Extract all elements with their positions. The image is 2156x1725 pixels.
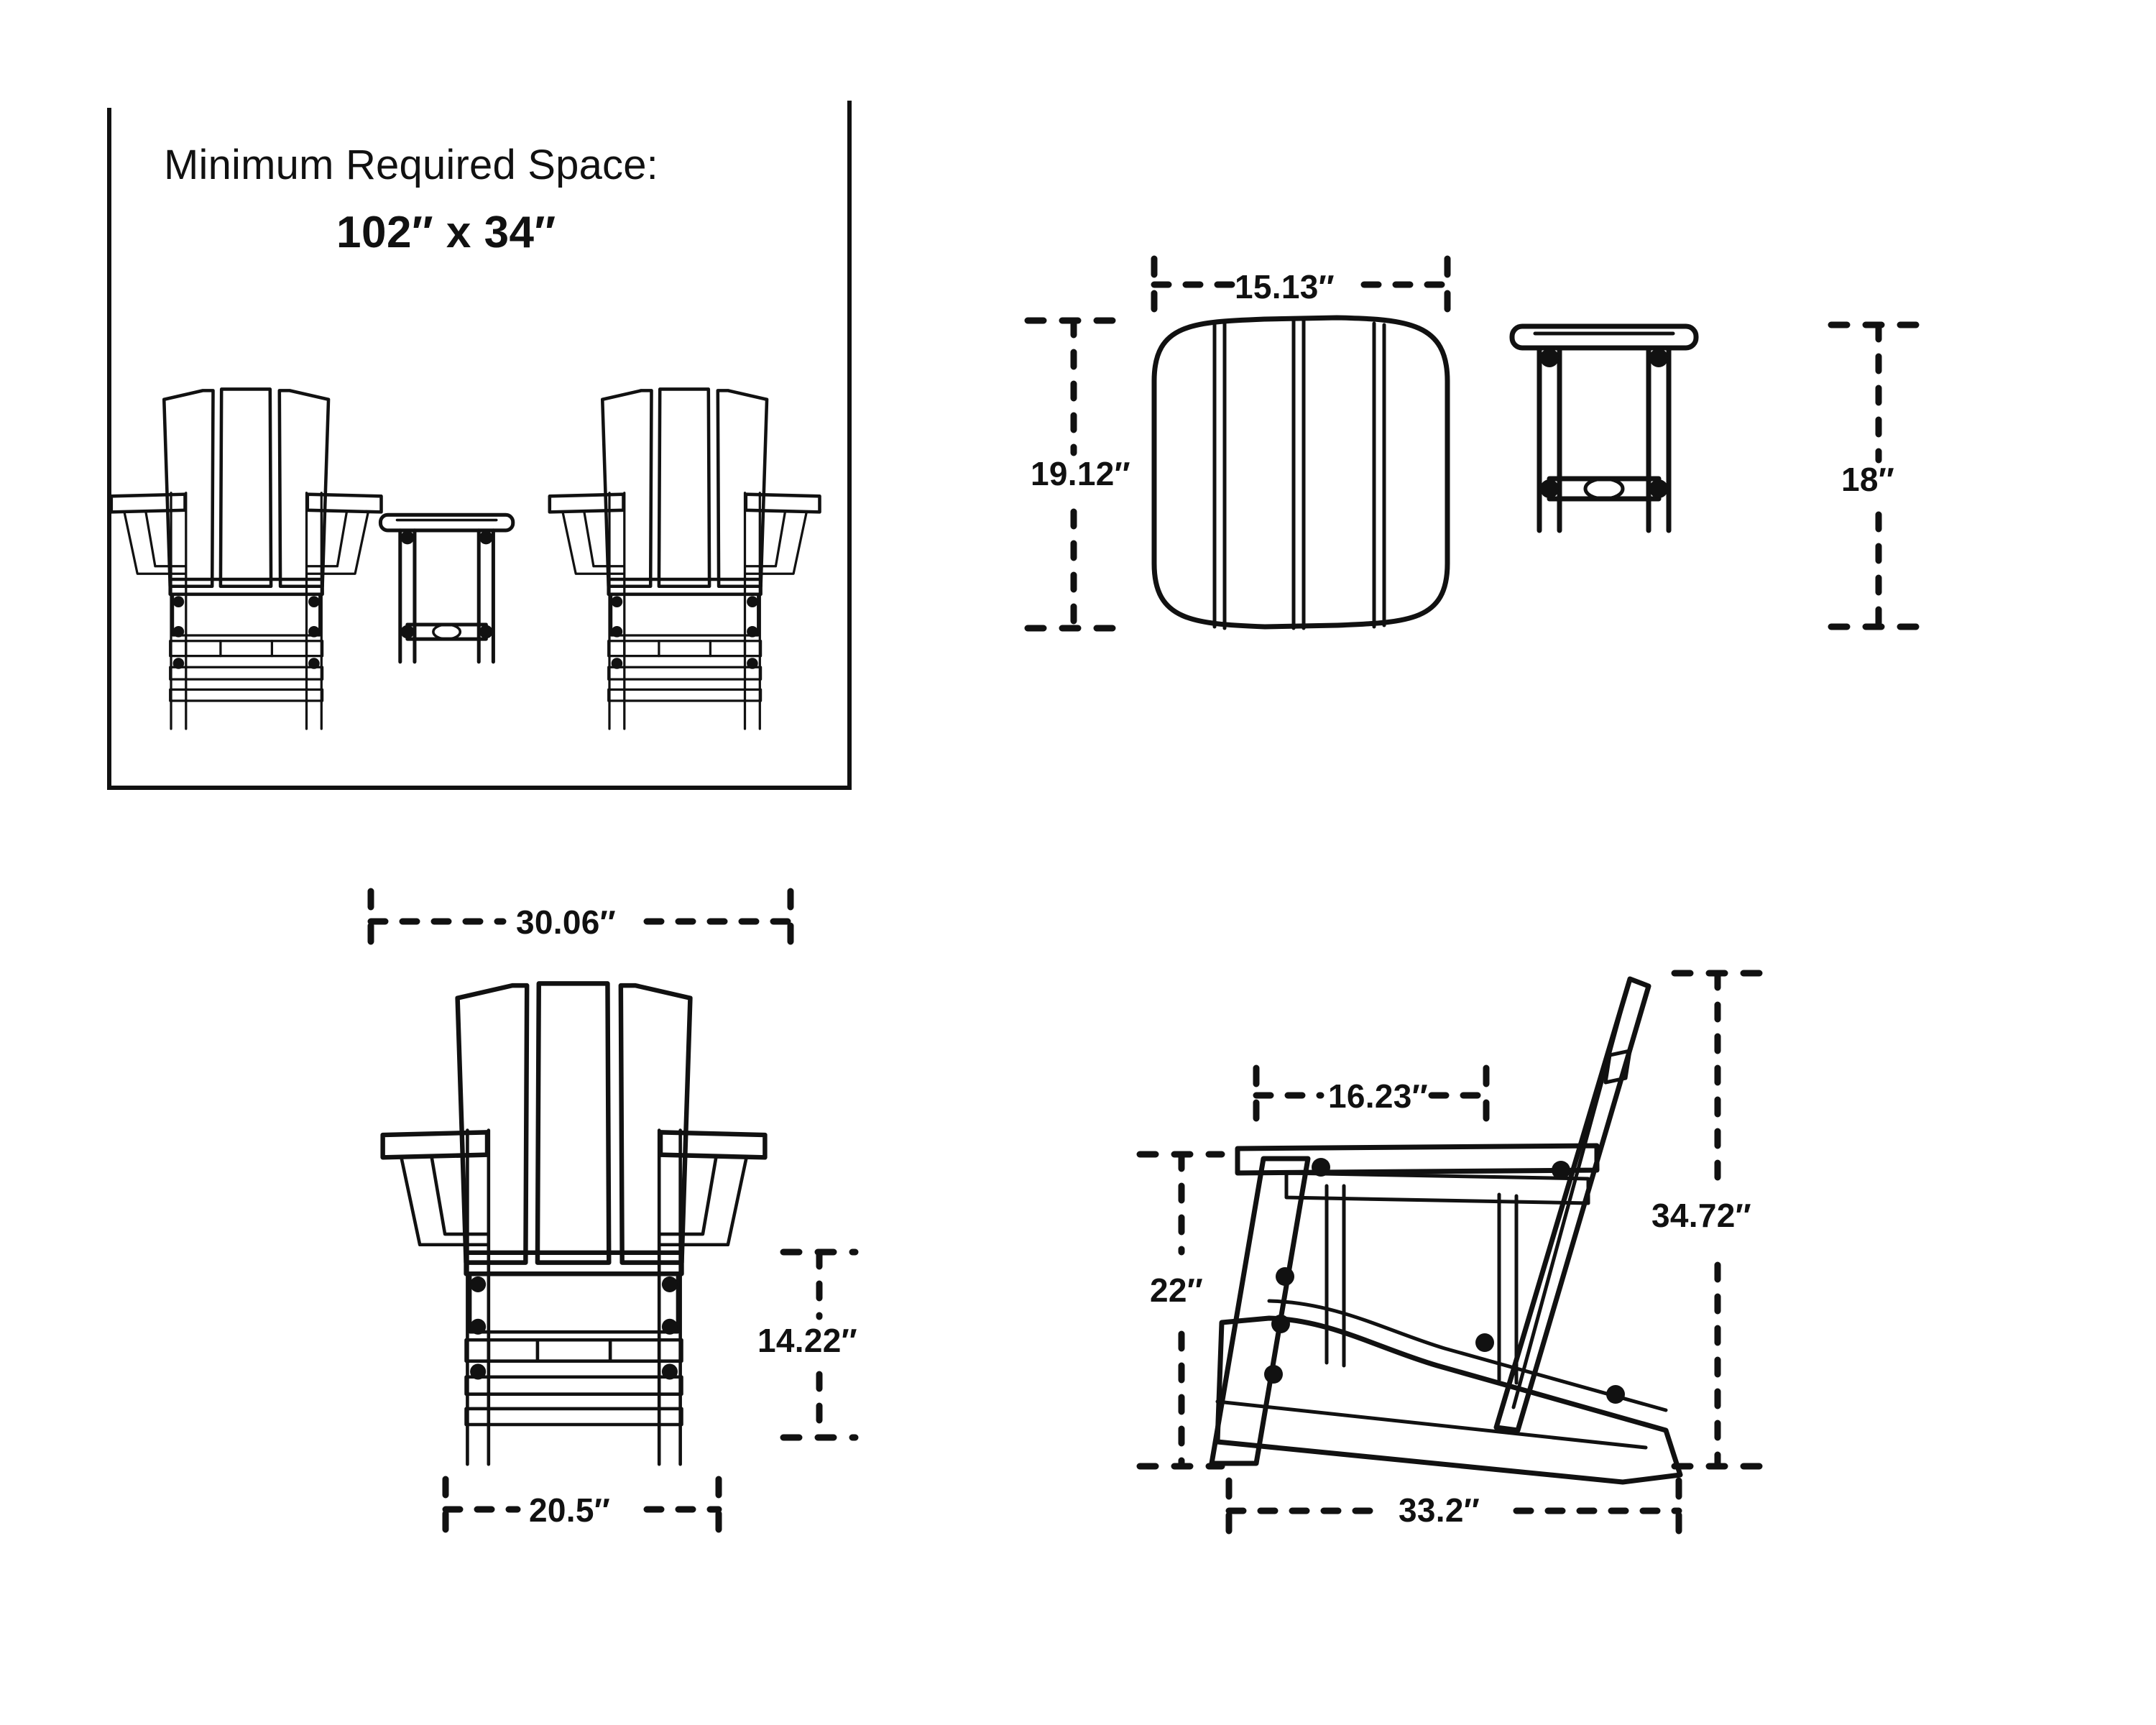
table-top-view	[1151, 315, 1450, 630]
dimension-label-chair-width: 30.06″	[516, 903, 616, 941]
scene-chair-left	[111, 389, 382, 729]
scene-chair-right	[550, 389, 820, 729]
dimension-label-chair-depth: 33.2″	[1399, 1491, 1480, 1529]
dimension-label-chair-seat-width: 20.5″	[529, 1491, 611, 1529]
dimension-label-table-height: 18″	[1841, 461, 1895, 498]
dimension-chair-width	[367, 888, 794, 952]
callout-box-frame	[107, 101, 852, 790]
dimension-chair-back-height	[1671, 970, 1763, 1470]
dimension-label-chair-arm-height: 22″	[1150, 1271, 1204, 1309]
dimension-chair-arm-height	[1136, 1151, 1225, 1470]
scene-side-table	[380, 515, 512, 661]
chair-front-view	[383, 983, 765, 1464]
dimension-label-table-top-depth: 19.12″	[1031, 455, 1130, 492]
dimension-label-chair-back-height: 34.72″	[1651, 1197, 1751, 1234]
dimension-label-table-top-width: 15.13″	[1235, 268, 1335, 305]
callout-heading: Minimum Required Space:	[164, 142, 658, 188]
dimension-chair-arm-depth	[1253, 1064, 1490, 1126]
dimension-chair-depth	[1225, 1477, 1682, 1543]
dimension-chair-seat-width	[442, 1476, 722, 1542]
callout-value: 102″ x 34″	[336, 208, 556, 257]
table-side-view	[1512, 326, 1696, 530]
dimension-table-top-width	[1151, 255, 1451, 313]
chair-side-view	[1209, 976, 1683, 1485]
dimension-table-top-depth	[1024, 317, 1125, 632]
dimension-label-chair-seat-height: 14.22″	[757, 1322, 857, 1359]
dimension-chair-seat-height	[780, 1248, 859, 1441]
dimension-table-height	[1828, 321, 1930, 630]
dimension-label-chair-arm-depth: 16.23″	[1328, 1077, 1428, 1115]
